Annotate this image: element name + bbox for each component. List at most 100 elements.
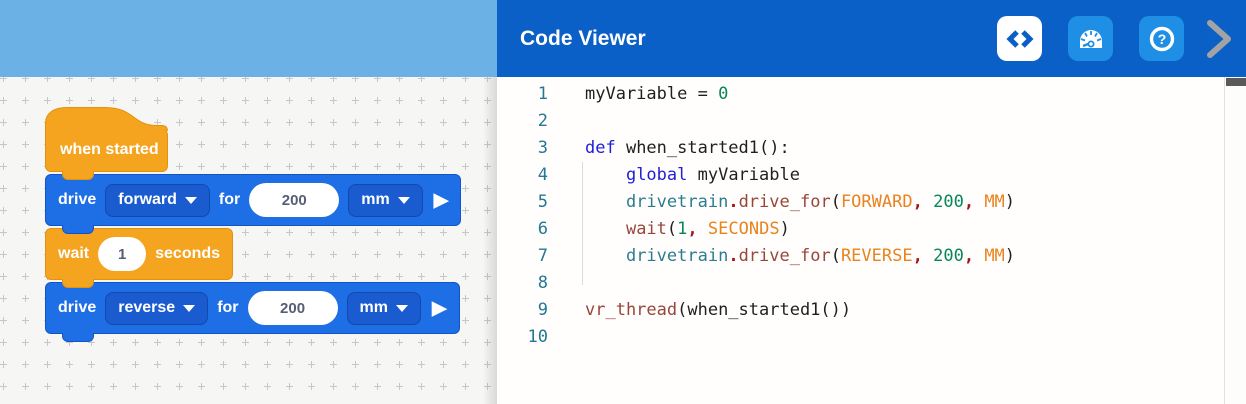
grid-dot xyxy=(176,141,183,148)
hat-dome-shape xyxy=(45,107,168,131)
block-drive-reverse[interactable]: drive reverse for 200 mm ▶ xyxy=(45,282,460,342)
code-token xyxy=(974,192,984,212)
distance-input[interactable]: 200 xyxy=(249,183,340,217)
direction-dropdown[interactable]: forward xyxy=(105,183,210,217)
line-number: 7 xyxy=(537,246,548,266)
grid-dot xyxy=(220,141,227,148)
grid-dot xyxy=(440,229,447,236)
grid-dot xyxy=(440,97,447,104)
unit-dropdown[interactable]: mm xyxy=(346,291,421,325)
grid-dot xyxy=(198,383,205,390)
code-token: myVariable = xyxy=(585,84,719,104)
grid-dot xyxy=(396,75,403,82)
drive-label: drive xyxy=(58,299,97,316)
grid-dot xyxy=(66,383,73,390)
grid-dot xyxy=(242,163,249,170)
block-wait[interactable]: wait 1 seconds xyxy=(45,228,234,288)
grid-dot xyxy=(110,97,117,104)
code-token: ( xyxy=(830,192,841,212)
code-text xyxy=(548,324,585,351)
vertical-scrollbar[interactable] xyxy=(1224,77,1246,404)
grid-dot xyxy=(374,383,381,390)
wait-duration-input[interactable]: 1 xyxy=(98,237,147,271)
code-token: global xyxy=(625,165,688,185)
grid-dot xyxy=(22,383,29,390)
grid-dot xyxy=(396,383,403,390)
grid-dot xyxy=(396,251,403,258)
grid-dot xyxy=(242,229,249,236)
grid-dot xyxy=(44,361,51,368)
grid-dot xyxy=(0,119,7,126)
grid-dot xyxy=(44,339,51,346)
scrollbar-thumb[interactable] xyxy=(1226,78,1246,86)
grid-dot xyxy=(462,141,469,148)
grid-dot xyxy=(308,119,315,126)
grid-dot xyxy=(374,339,381,346)
code-token: ( xyxy=(666,219,678,239)
code-line: 4 global myVariable xyxy=(497,162,1224,189)
code-icon xyxy=(1005,29,1034,48)
grid-dot xyxy=(418,97,425,104)
grid-dot xyxy=(88,339,95,346)
grid-dot xyxy=(484,317,491,324)
grid-dot xyxy=(66,97,73,104)
grid-dot xyxy=(110,339,117,346)
grid-dot xyxy=(396,273,403,280)
grid-dot xyxy=(0,251,7,258)
grid-dot xyxy=(22,273,29,280)
grid-dot xyxy=(220,361,227,368)
block-bottom-tab xyxy=(62,225,94,234)
code-view-toggle-button[interactable] xyxy=(997,16,1042,61)
grid-dot xyxy=(286,163,293,170)
run-block-play-icon[interactable]: ▶ xyxy=(431,297,447,319)
grid-dot xyxy=(308,339,315,346)
direction-dropdown[interactable]: reverse xyxy=(105,291,209,325)
code-token xyxy=(974,246,984,266)
line-number: 9 xyxy=(537,300,548,320)
line-number: 10 xyxy=(527,327,548,347)
grid-dot xyxy=(22,339,29,346)
run-block-play-icon[interactable]: ▶ xyxy=(433,189,449,211)
chevron-down-icon xyxy=(184,196,197,204)
code-token: when_started1(): xyxy=(615,138,790,158)
grid-dot xyxy=(396,119,403,126)
grid-dot xyxy=(0,295,7,302)
code-token: vr_thread xyxy=(585,300,678,320)
grid-dot xyxy=(462,185,469,192)
code-token: SECONDS xyxy=(707,219,780,239)
grid-dot xyxy=(198,97,205,104)
block-when-started[interactable]: when started xyxy=(45,107,168,180)
grid-dot xyxy=(264,383,271,390)
wait-label: wait xyxy=(58,245,90,262)
code-token: MM xyxy=(984,192,1005,212)
grid-dot xyxy=(352,273,359,280)
distance-input[interactable]: 200 xyxy=(247,291,338,325)
help-button[interactable]: ? xyxy=(1139,16,1184,61)
grid-dot xyxy=(462,207,469,214)
dashboard-button[interactable] xyxy=(1068,16,1113,61)
grid-dot xyxy=(154,75,161,82)
code-line: 2 xyxy=(497,108,1224,135)
code-text: drivetrain.drive_for(REVERSE, 200, MM) xyxy=(548,243,1015,270)
grid-dot xyxy=(242,383,249,390)
collapse-panel-button[interactable] xyxy=(1202,16,1236,61)
grid-dot xyxy=(440,163,447,170)
block-drive-forward[interactable]: drive forward for 200 mm ▶ xyxy=(45,174,462,234)
grid-dot xyxy=(330,273,337,280)
blocks-workspace[interactable]: when started drive forward for 200 mm ▶ xyxy=(0,0,497,404)
grid-dot xyxy=(176,361,183,368)
grid-dot xyxy=(330,383,337,390)
code-token: drivetrain xyxy=(625,246,729,266)
grid-dot xyxy=(352,229,359,236)
unit-dropdown[interactable]: mm xyxy=(348,183,423,217)
code-token: , xyxy=(963,192,975,212)
grid-dot xyxy=(88,361,95,368)
code-token: myVariable xyxy=(687,165,800,185)
grid-dot xyxy=(440,383,447,390)
grid-dot xyxy=(22,75,29,82)
grid-dot xyxy=(286,361,293,368)
code-token: . xyxy=(728,246,739,266)
